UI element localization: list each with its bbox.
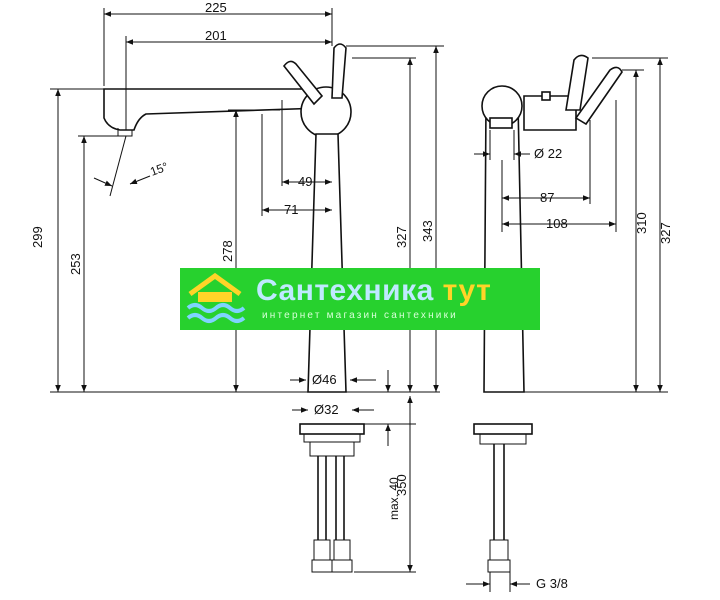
faucet-body [307,133,347,393]
watermark-banner: Сантехника тут интернет магазин сантехни… [180,268,540,330]
dim-327-side: 327 [658,222,673,244]
watermark-title-part2: тут [442,274,492,307]
dim-108: 108 [546,216,568,231]
dim-327-front: 327 [394,226,409,248]
dim-angle: 15° [148,159,170,178]
dim-299: 299 [30,226,45,248]
dim-32: Ø32 [314,402,339,417]
dim-71: 71 [284,202,298,217]
house-logo-icon [186,272,246,323]
watermark-subtitle: интернет магазин сантехники [262,310,458,321]
deck-plate [299,423,365,435]
dim-49: 49 [298,174,312,189]
dim-310: 310 [634,212,649,234]
dim-max40: max. 40 [387,477,401,520]
dim-201: 201 [205,28,227,43]
watermark-title-part1: Сантехника [256,274,443,307]
handle-lever [282,60,324,106]
dim-278: 278 [220,240,235,262]
dim-thread: G 3/8 [536,576,568,591]
dim-225: 225 [205,0,227,15]
dim-87: 87 [540,190,554,205]
dim-253: 253 [68,253,83,275]
dim-343: 343 [420,220,435,242]
dim-46: Ø46 [312,372,337,387]
side-lever-2 [574,66,623,126]
side-lever-1 [565,54,589,111]
watermark-title: Сантехника тут [256,274,491,308]
dim-22: Ø 22 [534,146,562,161]
dim-350: 350 [394,474,409,496]
spout [103,88,323,131]
